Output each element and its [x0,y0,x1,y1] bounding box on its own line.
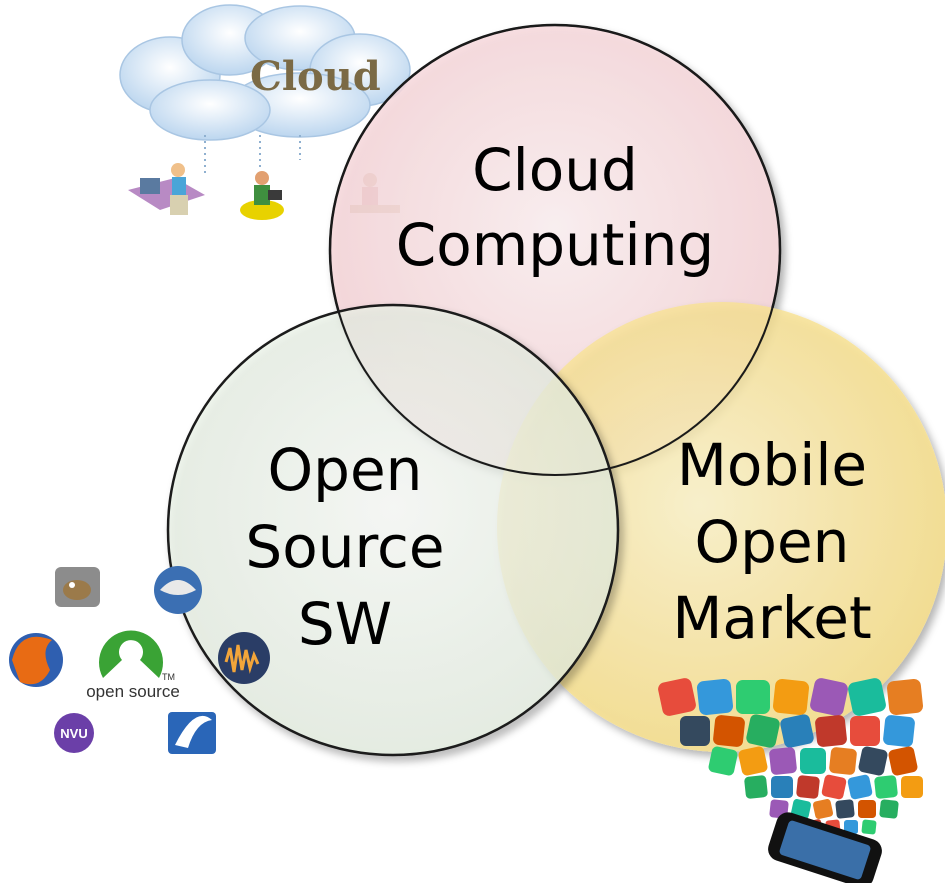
app-icon [796,775,820,799]
nvu-text: NVU [60,726,87,741]
open-source-line-1: Open [268,436,423,504]
cloud-computing-line-1: Cloud [472,136,638,204]
nvu-icon: NVU [54,713,94,753]
app-icon [815,715,847,747]
firefox-icon [9,633,63,687]
app-icon [888,746,918,776]
app-icon [736,680,770,714]
mobile-line-1: Mobile [677,431,867,499]
app-icon [829,747,857,775]
app-icon [821,774,847,800]
app-icon [844,820,858,834]
mobile-open-market-label: Mobile Open Market [672,431,871,652]
app-icon [883,715,915,747]
open-source-sw-label: Open Source SW [245,436,444,658]
app-icon [812,798,834,820]
app-icon [696,678,734,716]
app-icon [746,714,780,748]
app-icon [901,776,923,798]
app-icon [861,819,877,835]
mobile-line-3: Market [672,584,871,652]
app-icon [850,716,880,746]
app-icon [708,746,738,776]
app-icon [769,747,797,775]
mobile-line-2: Open [695,508,850,576]
mobile-open-market-circle [497,302,945,752]
app-icon [680,716,710,746]
app-icon [800,748,826,774]
open-source-text: open source [86,682,180,701]
open-source-tm: TM [162,672,175,682]
cloud-illustration: Cloud [119,4,411,175]
app-icon [835,799,855,819]
open-source-line-3: SW [298,590,392,658]
thunderbird-icon [154,566,202,614]
app-icon [771,776,793,798]
open-source-initiative-logo: TM open source [86,630,180,701]
open-source-line-2: Source [245,513,444,581]
app-icon [874,775,898,799]
cloud-computing-outline [329,24,781,476]
cloud-title: Cloud [250,53,381,100]
person-at-desk-icon [128,163,205,215]
app-icon [658,678,696,716]
app-icon [744,775,768,799]
app-icon [858,800,876,818]
app-icon [858,746,888,776]
app-icon [848,678,886,716]
app-icon [772,678,810,716]
openoffice-icon [168,712,216,754]
open-source-sw-circle [166,303,620,757]
smartphone-icon [768,812,882,883]
audacity-icon [218,632,270,684]
cloud-computing-label: Cloud Computing [396,136,715,279]
app-icon [790,798,812,820]
gimp-icon [55,567,100,607]
app-icon [780,714,814,748]
person-at-laptop-icon [240,171,284,220]
app-icon [713,715,745,747]
app-icon [886,678,924,716]
app-icon [810,678,848,716]
app-icon [879,799,899,819]
app-icon [847,774,873,800]
app-icon [738,746,768,776]
cloud-computing-line-2: Computing [396,211,715,279]
